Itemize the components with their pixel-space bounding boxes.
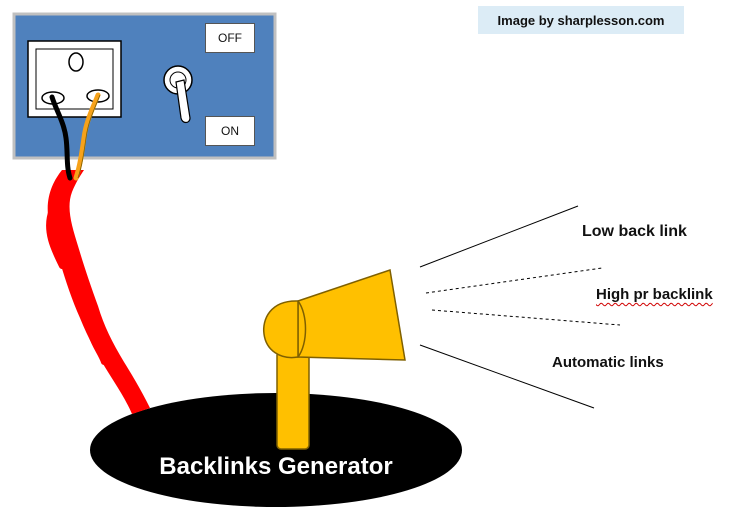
signal-line-2 — [425, 267, 603, 294]
power-cable — [47, 170, 150, 414]
signal-label-automatic-links: Automatic links — [552, 354, 664, 371]
megaphone-horn — [297, 269, 406, 361]
socket-hole-top — [68, 52, 84, 72]
switch-off-label: OFF — [218, 31, 242, 45]
signal-label-high-pr-backlink-text: High pr backlink — [596, 286, 713, 303]
megaphone-back — [262, 300, 299, 359]
power-cable-edge — [46, 207, 107, 365]
orange-wire — [73, 92, 101, 181]
switch-on-label: ON — [221, 124, 239, 138]
toggle-switch-lever — [175, 79, 191, 124]
signal-line-1 — [419, 205, 579, 268]
megaphone-stand — [276, 350, 310, 450]
image-credit: Image by sharplesson.com — [478, 6, 684, 34]
image-credit-text: Image by sharplesson.com — [497, 12, 665, 28]
generator-base — [90, 393, 462, 507]
switch-off-button: OFF — [205, 23, 255, 53]
black-wire — [49, 94, 73, 181]
signal-line-3 — [431, 309, 621, 326]
device-label: Backlinks Generator — [159, 453, 393, 480]
switch-on-button: ON — [205, 116, 255, 146]
signal-line-4 — [419, 344, 595, 409]
signal-label-low-back-link: Low back link — [582, 223, 687, 240]
power-socket — [27, 40, 122, 118]
signal-label-high-pr-backlink: High pr backlink — [596, 285, 713, 305]
